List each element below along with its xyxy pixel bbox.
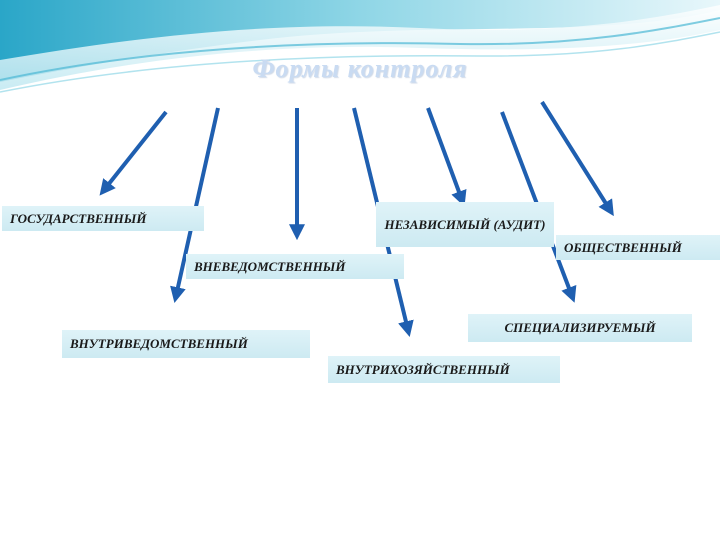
node-vnutrived: ВНУТРИВЕДОМСТВЕННЫЙ <box>62 330 310 358</box>
node-gos: ГОСУДАРСТВЕННЫЙ <box>2 206 204 231</box>
background-wave <box>0 0 720 93</box>
node-vnutrihoz-label: ВНУТРИХОЗЯЙСТВЕННЫЙ <box>336 361 510 377</box>
node-nezav-label: НЕЗАВИСИМЫЙ (АУДИТ) <box>384 216 546 232</box>
node-vnutrived-label: ВНУТРИВЕДОМСТВЕННЫЙ <box>70 336 248 351</box>
node-vneved-label: ВНЕВЕДОМСТВЕННЫЙ <box>194 258 346 274</box>
node-vneved: ВНЕВЕДОМСТВЕННЫЙ <box>186 254 404 279</box>
node-nezav: НЕЗАВИСИМЫЙ (АУДИТ) <box>376 202 554 247</box>
arrow-to-nezav <box>426 107 467 207</box>
node-spec: СПЕЦИАЛИЗИРУЕМЫЙ <box>468 314 692 342</box>
diagram-title: Формы контроля <box>252 54 468 83</box>
node-gos-label: ГОСУДАРСТВЕННЫЙ <box>10 210 147 226</box>
arrow-to-vnutrived <box>170 107 220 304</box>
arrow-to-gos <box>99 110 168 196</box>
arrow-to-obsch <box>540 100 614 217</box>
node-vnutrihoz: ВНУТРИХОЗЯЙСТВЕННЫЙ <box>328 356 560 383</box>
node-spec-label: СПЕЦИАЛИЗИРУЕМЫЙ <box>504 320 656 335</box>
node-obsch-label: ОБЩЕСТВЕННЫЙ <box>564 239 682 255</box>
node-obsch: ОБЩЕСТВЕННЫЙ <box>556 235 720 260</box>
